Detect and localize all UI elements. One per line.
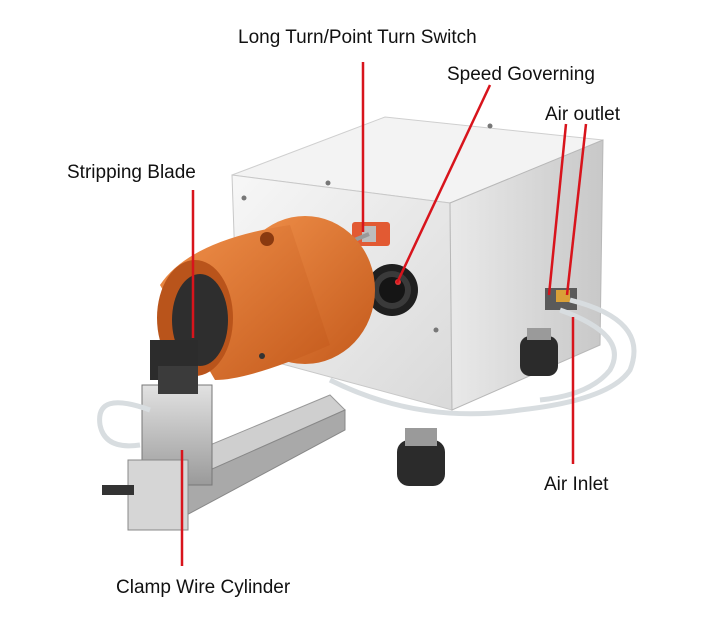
air-fittings <box>545 288 577 310</box>
speed-governing-label: Speed Governing <box>447 64 595 85</box>
screw <box>433 327 439 333</box>
speed-dial <box>366 264 418 316</box>
box-side <box>449 139 604 411</box>
air-inlet-label: Air Inlet <box>544 474 609 495</box>
screw <box>325 180 331 186</box>
switch-label: Long Turn/Point Turn Switch <box>238 27 477 48</box>
screw <box>487 123 493 129</box>
leader-outlet-1 <box>547 123 568 296</box>
air-outlet-label: Air outlet <box>545 104 620 125</box>
stripping-blade-label: Stripping Blade <box>67 162 196 183</box>
rotor-housing <box>157 216 375 380</box>
clamp-wire-cylinder-label: Clamp Wire Cylinder <box>116 577 291 598</box>
air-hoses <box>97 297 637 449</box>
leader-outlet-2 <box>565 123 588 296</box>
screw <box>241 195 247 201</box>
clamp-cylinder-body <box>102 340 213 531</box>
leader-speed <box>395 84 492 284</box>
rubber-feet <box>397 328 558 486</box>
leader-lines <box>180 62 588 566</box>
